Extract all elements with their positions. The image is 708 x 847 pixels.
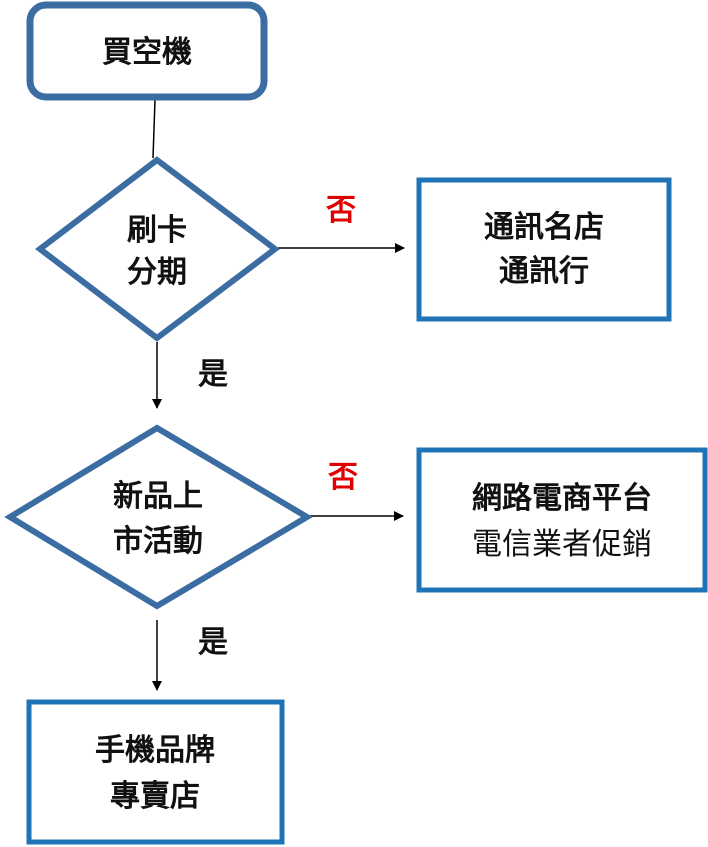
decision2-diamond (4, 424, 313, 610)
decision1-diamond (35, 156, 280, 342)
decision2-yes-label: 是 (198, 625, 228, 660)
result2-box (416, 447, 708, 593)
decision2-label-line2: 市活動 (113, 524, 203, 559)
decision2-no-label: 否 (328, 460, 358, 495)
result1-label-line1: 通訊名店 (484, 210, 604, 245)
final-label-line2: 專賣店 (110, 779, 200, 814)
final-label-line1: 手機品牌 (95, 733, 215, 768)
decision1-label-line1: 刷卡 (127, 213, 187, 248)
decision1-yes-label: 是 (198, 357, 228, 392)
decision1-no-label: 否 (326, 193, 356, 228)
result2-label-line1: 網路電商平台 (472, 481, 652, 516)
result1-label-line2: 通訊行 (499, 254, 589, 289)
decision1-label-line2: 分期 (127, 255, 187, 290)
decision2-label-line1: 新品上 (113, 479, 203, 514)
result2-label-line2: 電信業者促銷 (472, 527, 652, 562)
final-box (26, 699, 285, 845)
connector-start-to-decision1 (152, 99, 156, 159)
start-node-label: 買空機 (102, 35, 192, 70)
start-node (26, 1, 268, 101)
result1-box (416, 177, 672, 322)
